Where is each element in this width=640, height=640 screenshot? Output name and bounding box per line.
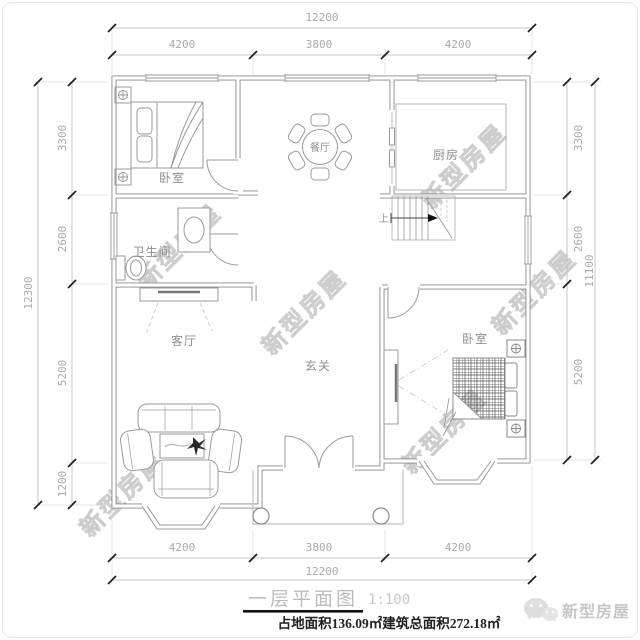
dim-top-seg3: 4200 <box>445 38 472 51</box>
toilet-icon <box>115 255 147 281</box>
stairs-icon: 上 <box>379 195 456 241</box>
window-bedroom1 <box>145 74 219 82</box>
dimension-chain-top: 12200 4200 3800 4200 <box>107 11 537 74</box>
dim-right-seg2: 2600 <box>572 226 585 253</box>
windows <box>110 74 532 265</box>
dimension-chain-right: 3300 2600 5200 11100 <box>534 77 601 465</box>
bay-window-living <box>141 505 221 530</box>
title-block: 一层平面图 1:100 占地面积136.09㎡建筑总面积272.18㎡ <box>243 589 501 631</box>
bed-icon-bedroom1 <box>114 86 204 186</box>
dim-left-total: 12300 <box>22 276 35 309</box>
porch-column <box>372 507 390 525</box>
dim-right-seg3: 5200 <box>572 359 585 386</box>
room-label-hall: 玄关 <box>305 358 331 373</box>
kitchen-counter-icon <box>395 103 507 191</box>
dim-bottom-seg2: 3800 <box>306 541 333 554</box>
title-underline <box>243 610 363 613</box>
sofa-set-icon <box>120 403 243 499</box>
dim-bottom-seg3: 4200 <box>445 541 472 554</box>
porch-column <box>252 507 270 525</box>
dim-left-seg3: 5200 <box>56 360 69 387</box>
dim-right-seg1: 3300 <box>572 125 585 152</box>
entry-porch <box>252 470 404 525</box>
doors <box>206 112 420 469</box>
door-main-entry <box>284 435 354 469</box>
window-kitchen <box>417 74 497 82</box>
plan-title: 一层平面图 <box>248 589 358 610</box>
stairs-up-label: 上 <box>379 213 389 225</box>
dim-bottom-seg1: 4200 <box>169 541 196 554</box>
bay-window-bedroom2 <box>418 460 496 485</box>
bed-icon-bedroom2 <box>442 339 526 438</box>
room-label-living: 客厅 <box>171 333 197 348</box>
dim-bottom-total: 12200 <box>305 565 338 578</box>
wechat-icon <box>524 598 558 622</box>
watermark-text: 新型房屋 <box>486 244 582 340</box>
sink-icon <box>177 207 211 253</box>
door-bedroom2 <box>387 286 420 319</box>
dim-top-seg2: 3800 <box>306 38 333 51</box>
plant-icon <box>187 437 207 456</box>
tv-cabinet-bedroom2 <box>383 349 449 425</box>
dimension-chain-left: 3300 2600 5200 1200 12300 <box>22 77 108 510</box>
dim-left-seg1: 3300 <box>56 125 69 152</box>
dimension-chain-bottom: 4200 3800 4200 12200 <box>107 465 537 585</box>
watermark-text: 新型房屋 <box>416 118 512 214</box>
tv-cabinet-living <box>139 287 219 335</box>
plan-scale: 1:100 <box>368 592 410 608</box>
door-bedroom1 <box>206 159 239 192</box>
bay-windows <box>141 460 496 530</box>
brand-logo: 新型房屋 <box>524 598 630 622</box>
door-kitchen-slider <box>389 112 395 184</box>
window-bathroom <box>110 212 118 260</box>
window-corridor <box>524 215 532 265</box>
area-text: 占地面积136.09㎡建筑总面积272.18㎡ <box>278 615 501 631</box>
brand-name: 新型房屋 <box>562 602 630 621</box>
dim-top-total: 12200 <box>305 11 338 24</box>
dim-left-seg2: 2600 <box>56 226 69 253</box>
room-label-bathroom: 卫生间 <box>132 245 171 259</box>
room-label-kitchen: 厨房 <box>433 147 459 162</box>
dim-left-seg4: 1200 <box>56 471 69 498</box>
room-label-bedroom1: 卧室 <box>159 170 185 185</box>
room-label-dining: 餐厅 <box>310 141 330 154</box>
window-dining <box>284 74 370 82</box>
dim-right-total: 11100 <box>583 254 596 287</box>
stairs-up-arrow <box>428 214 438 222</box>
dim-top-seg1: 4200 <box>169 38 196 51</box>
watermark-text: 新型房屋 <box>256 264 352 360</box>
room-label-bedroom2: 卧室 <box>462 331 488 346</box>
dining-table-icon <box>287 113 353 181</box>
